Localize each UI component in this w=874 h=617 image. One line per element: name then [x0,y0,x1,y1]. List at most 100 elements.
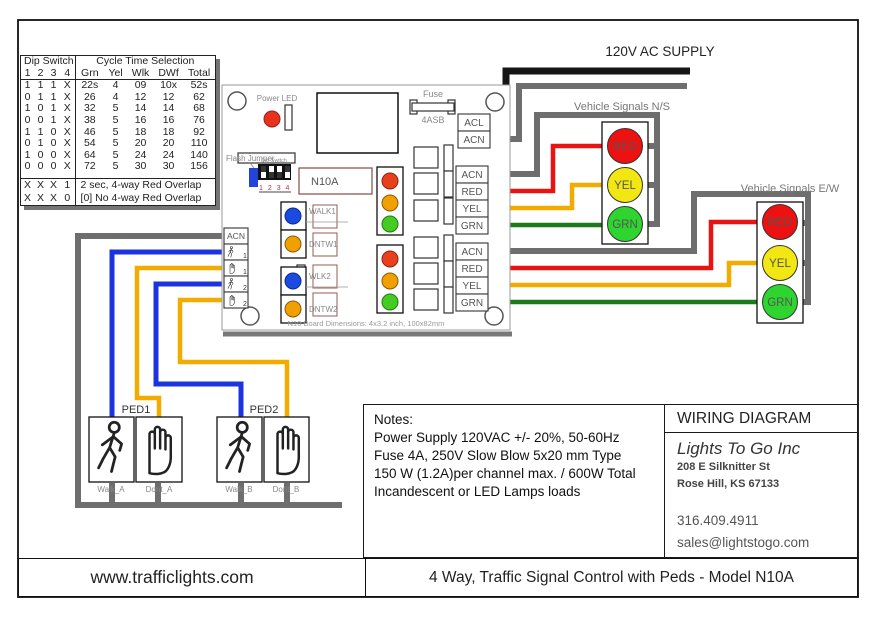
wire-ew-yellow [489,260,764,288]
output-components [413,144,454,314]
board-led-stack-ew [376,244,404,314]
ped2-dont-label: Dont_B [273,485,300,494]
wire-ew-red [489,219,764,271]
ped1-label: PED1 [122,404,151,416]
col-sw3: 3 [47,67,60,81]
page-border [17,19,859,598]
ns-red-lamp-label: RED [613,141,637,153]
supply-terminals: ACL ACN [457,113,491,149]
ped1-dont-label: Dont_A [146,485,173,494]
wire-ped-common [75,233,342,508]
company-address1: 208 E Silknitter St [677,461,770,473]
wlk2-led-label: WLK2 [309,272,331,281]
terminal-ns-acn: ACN [461,170,482,181]
mount-hole [485,92,505,112]
col-sw4: 4 [60,67,76,81]
notes-heading: Notes: [374,412,414,427]
ped1-signal: PED1 Walk_A Dont_A [88,404,183,494]
group-header-row: Dip Switch Cycle Time Selection [21,55,215,68]
wire-ns-red [489,143,610,194]
component [237,152,296,164]
terminal-ns-grn: GRN [461,221,483,232]
ped2-label: PED2 [250,404,279,416]
notes-line: 150 W (1.2A)per channel max. / 600W Tota… [374,465,636,481]
mount-hole [240,306,260,326]
flash-jumper [249,168,258,187]
terminal-ew-grn: GRN [461,298,483,309]
col-wlk: Wlk [127,67,155,81]
terminal-ns-yel: YEL [463,204,482,215]
wire-ped2-walk [153,281,244,418]
ns-terminals: ACN RED YEL GRN [455,165,489,235]
ns-signals-label: Vehicle Signals N/S [574,101,670,113]
terminal-dont1-num: 1 [243,269,247,276]
company-address2: Rose Hill, KS 67133 [677,477,780,490]
dntw1-led-label: DNTW1 [309,240,338,249]
walk1-led-label: WALK1 [309,207,336,216]
dip-switch-header: Dip Switch [21,55,76,68]
dip-toggle-pos [285,166,290,172]
company-email: sales@lightstogo.com [677,534,810,550]
power-led-label: Power LED [257,94,298,103]
model-label: N10A [311,176,339,188]
cycle-time-header: Cycle Time Selection [96,55,195,67]
dip-switch-block [258,164,291,180]
company-name: Lights To Go Inc [677,439,801,458]
ew-yel-lamp-label: YEL [769,258,791,270]
dip-numbers: 1 2 3 4 [259,185,291,192]
col-sw2: 2 [34,67,47,81]
relay-block [316,92,399,154]
fuse-rating: 4ASB [421,115,444,125]
terminal-dont2-num: 2 [243,301,247,308]
ped1-walk-label: Walk_A [97,485,125,494]
company-phone: 316.409.4911 [677,513,759,528]
terminal-ew-red: RED [461,264,482,275]
board-dimensions-note: N10 Board Dimensions: 4x3.2 inch, 100x82… [288,319,445,328]
flash-jumper-label: Flash Jumper [226,154,275,163]
website-link: www.trafficlights.com [19,559,366,596]
column-header-row: 1 2 3 4 Grn Yel Wlk DWf Total [21,67,216,81]
terminal-ped-acn: ACN [227,231,245,241]
board-led-stack-ns [376,166,404,236]
ew-terminals: ACN RED YEL GRN [455,242,489,312]
wire-ped1-dont [134,265,225,418]
ped-indicator-leds: WALK1 DNTW1 WLK2 DNTW2 [280,201,348,324]
supply-label: 120V AC SUPPLY [605,44,715,59]
ped2-walk-label: Walk_B [225,485,252,494]
terminal-acn: ACN [463,135,484,146]
ped2-signal: PED2 Walk_B Dont_B [216,404,310,494]
notes-line: Fuse 4A, 250V Slow Blow 5x20 mm Type [374,447,622,463]
ew-signals-label: Vehicle Signals E/W [741,183,840,195]
fuse-label: Fuse [423,89,443,99]
signal-head-ew: Vehicle Signals E/W RED YEL GRN [741,183,840,324]
leader-line [249,162,255,169]
controller-board: Power LED Fuse 4ASB Flash Jumper Dip Swi… [221,84,511,331]
mount-hole [484,306,504,326]
col-total: Total [183,67,216,81]
terminal-ew-yel: YEL [463,281,482,292]
dip-toggle-pos [261,166,266,172]
ns-yel-lamp-label: YEL [614,180,636,192]
dip-switch-table: Dip Switch Cycle Time Selection 1 2 3 4 … [20,55,216,206]
dntw2-led-label: DNTW2 [309,305,338,314]
notes-box: Notes: Power Supply 120VAC +/- 20%, 50-6… [363,404,665,558]
signal-head-ns: Vehicle Signals N/S RED YEL GRN [574,101,670,245]
footer-bar: www.trafficlights.com 4 Way, Traffic Sig… [18,558,858,597]
notes-line: Incandescent or LED Lamps loads [374,483,581,499]
title-block: WIRING DIAGRAM Lights To Go Inc 208 E Si… [664,404,858,558]
mount-hole [227,91,247,111]
ns-grn-lamp-label: GRN [612,219,638,231]
product-title: 4 Way, Traffic Signal Control with Peds … [429,568,794,586]
wire-ns-common [489,112,660,227]
dip-block-label: Dip Switch [261,158,287,164]
fuse-body [411,102,455,112]
